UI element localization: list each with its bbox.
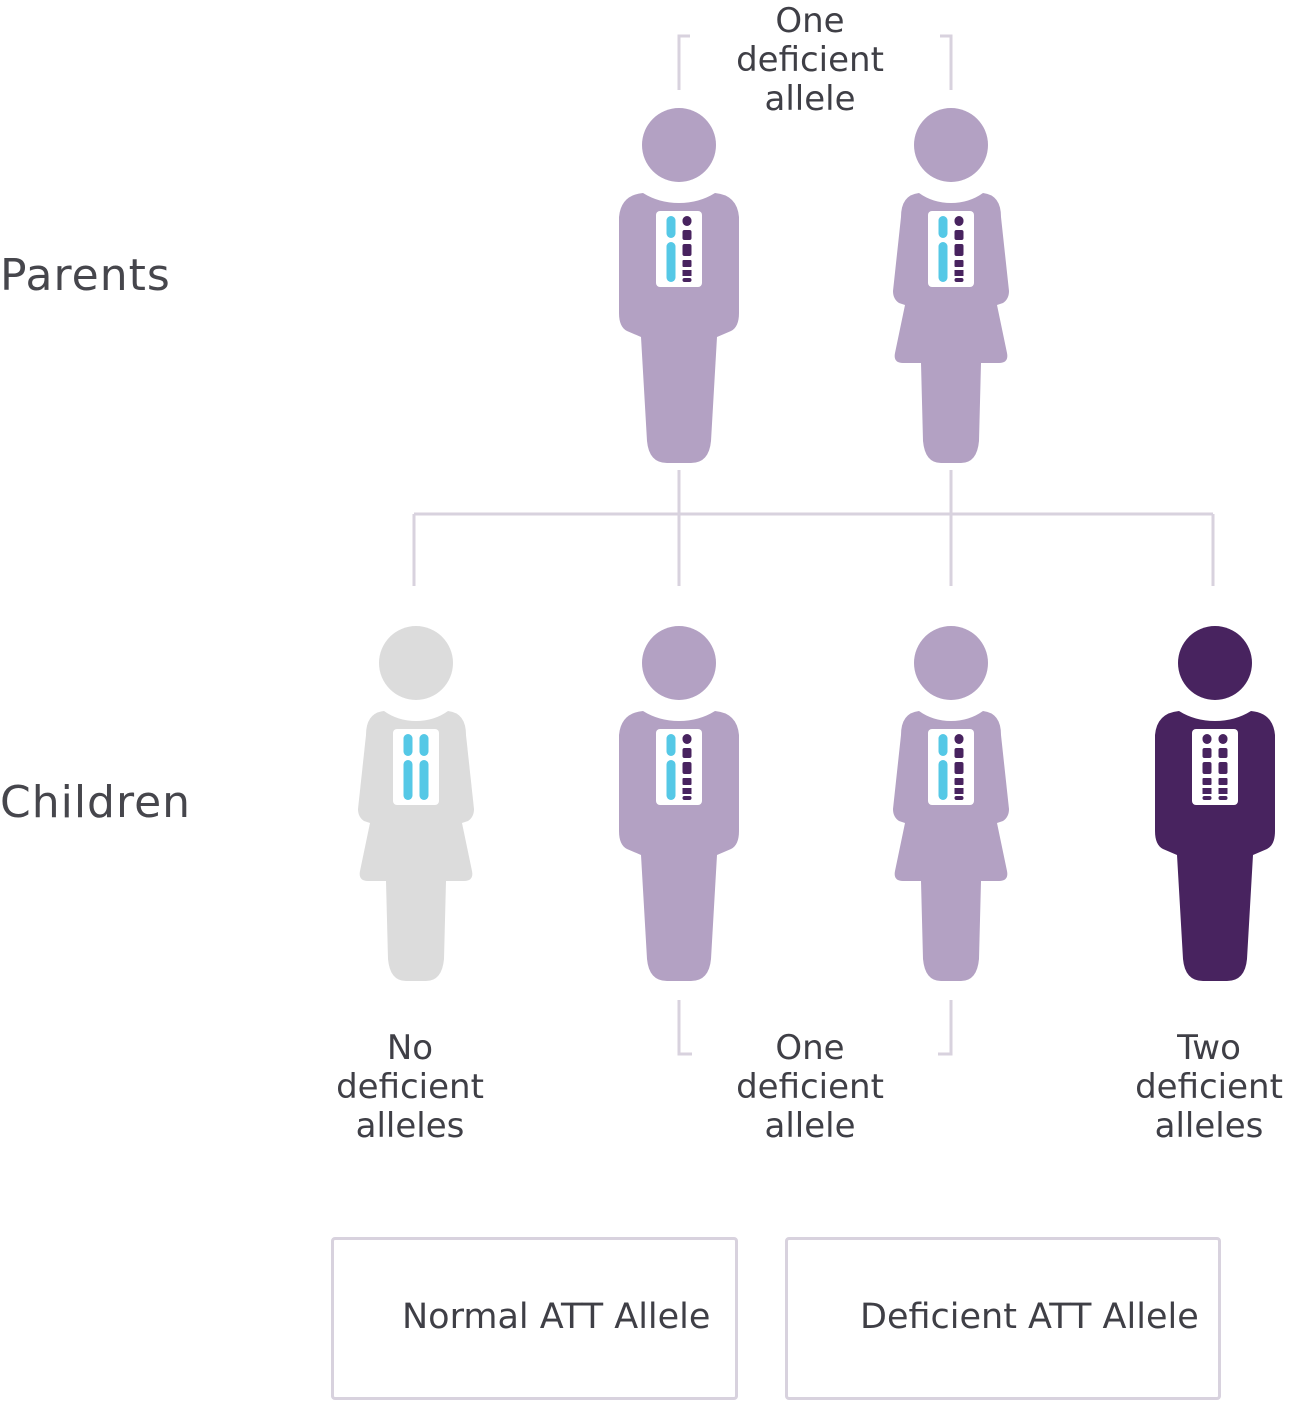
child-unaffected (358, 626, 474, 981)
legend-deficient (785, 1237, 1221, 1400)
parent-father (619, 108, 739, 463)
children-row-label: Children (0, 777, 192, 828)
child-one-caption: One deficient allele (736, 1028, 884, 1146)
legend-normal-label: Normal ATT Allele (402, 1297, 711, 1337)
child-affected (1155, 626, 1275, 981)
legend-deficient-label: Deficient ATT Allele (860, 1297, 1199, 1337)
parents-row-label: Parents (0, 250, 171, 301)
carriers-bracket (677, 1000, 953, 1056)
family-connector (412, 470, 1215, 586)
child-carrier-female (893, 626, 1009, 981)
child-none-caption: No deficient alleles (336, 1028, 484, 1146)
legend-normal (331, 1237, 738, 1400)
parents-caption: One deficient allele (736, 1, 884, 119)
child-two-caption: Two deficient alleles (1135, 1028, 1283, 1146)
parent-mother (893, 108, 1009, 463)
parents-bracket (677, 34, 953, 90)
child-carrier-male (619, 626, 739, 981)
